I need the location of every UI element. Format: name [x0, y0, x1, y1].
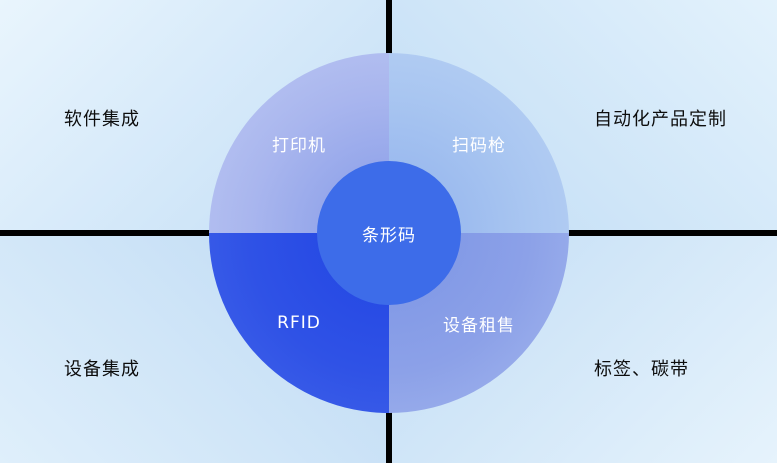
corner-label-bottom-right: 标签、碳带: [594, 359, 689, 380]
circle-quadrant-label: 扫码枪: [452, 135, 506, 156]
circle-quadrant-label: RFID: [277, 313, 321, 333]
corner-label-top-right: 自动化产品定制: [594, 109, 727, 130]
corner-label-bottom-left: 设备集成: [64, 359, 140, 380]
center-circle-label: 条形码: [362, 225, 416, 246]
circle-quadrant-label: 打印机: [272, 135, 326, 156]
corner-label-top-left: 软件集成: [64, 109, 140, 130]
center-circle: 条形码: [317, 161, 461, 305]
circle-quadrant-label: 设备租售: [443, 315, 515, 336]
